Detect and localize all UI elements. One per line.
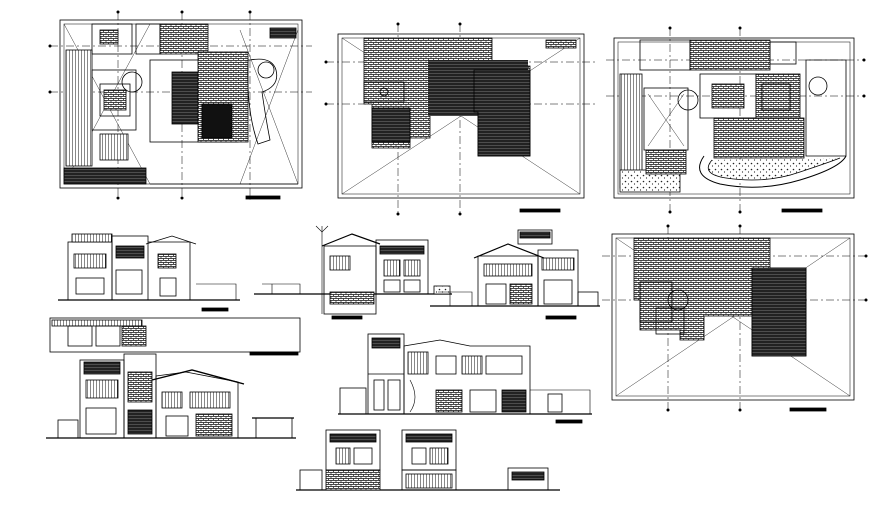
longitudinal-section — [338, 333, 592, 424]
roof-plan-lower — [602, 226, 866, 412]
boundary-wall-elevation — [49, 317, 301, 356]
roof-border — [337, 33, 585, 199]
roof-plan-upper — [326, 24, 596, 214]
ground-floor-plan — [50, 12, 312, 200]
rear-elevation — [430, 229, 600, 320]
grid-markers — [48, 10, 868, 412]
roof-lower-border — [611, 233, 855, 401]
site-border — [613, 37, 855, 199]
site-plan — [606, 28, 864, 213]
side-section — [254, 225, 452, 320]
main-elevation — [46, 353, 296, 439]
detail-section — [296, 429, 560, 491]
front-elevation — [58, 233, 240, 312]
plan-border — [59, 19, 303, 189]
